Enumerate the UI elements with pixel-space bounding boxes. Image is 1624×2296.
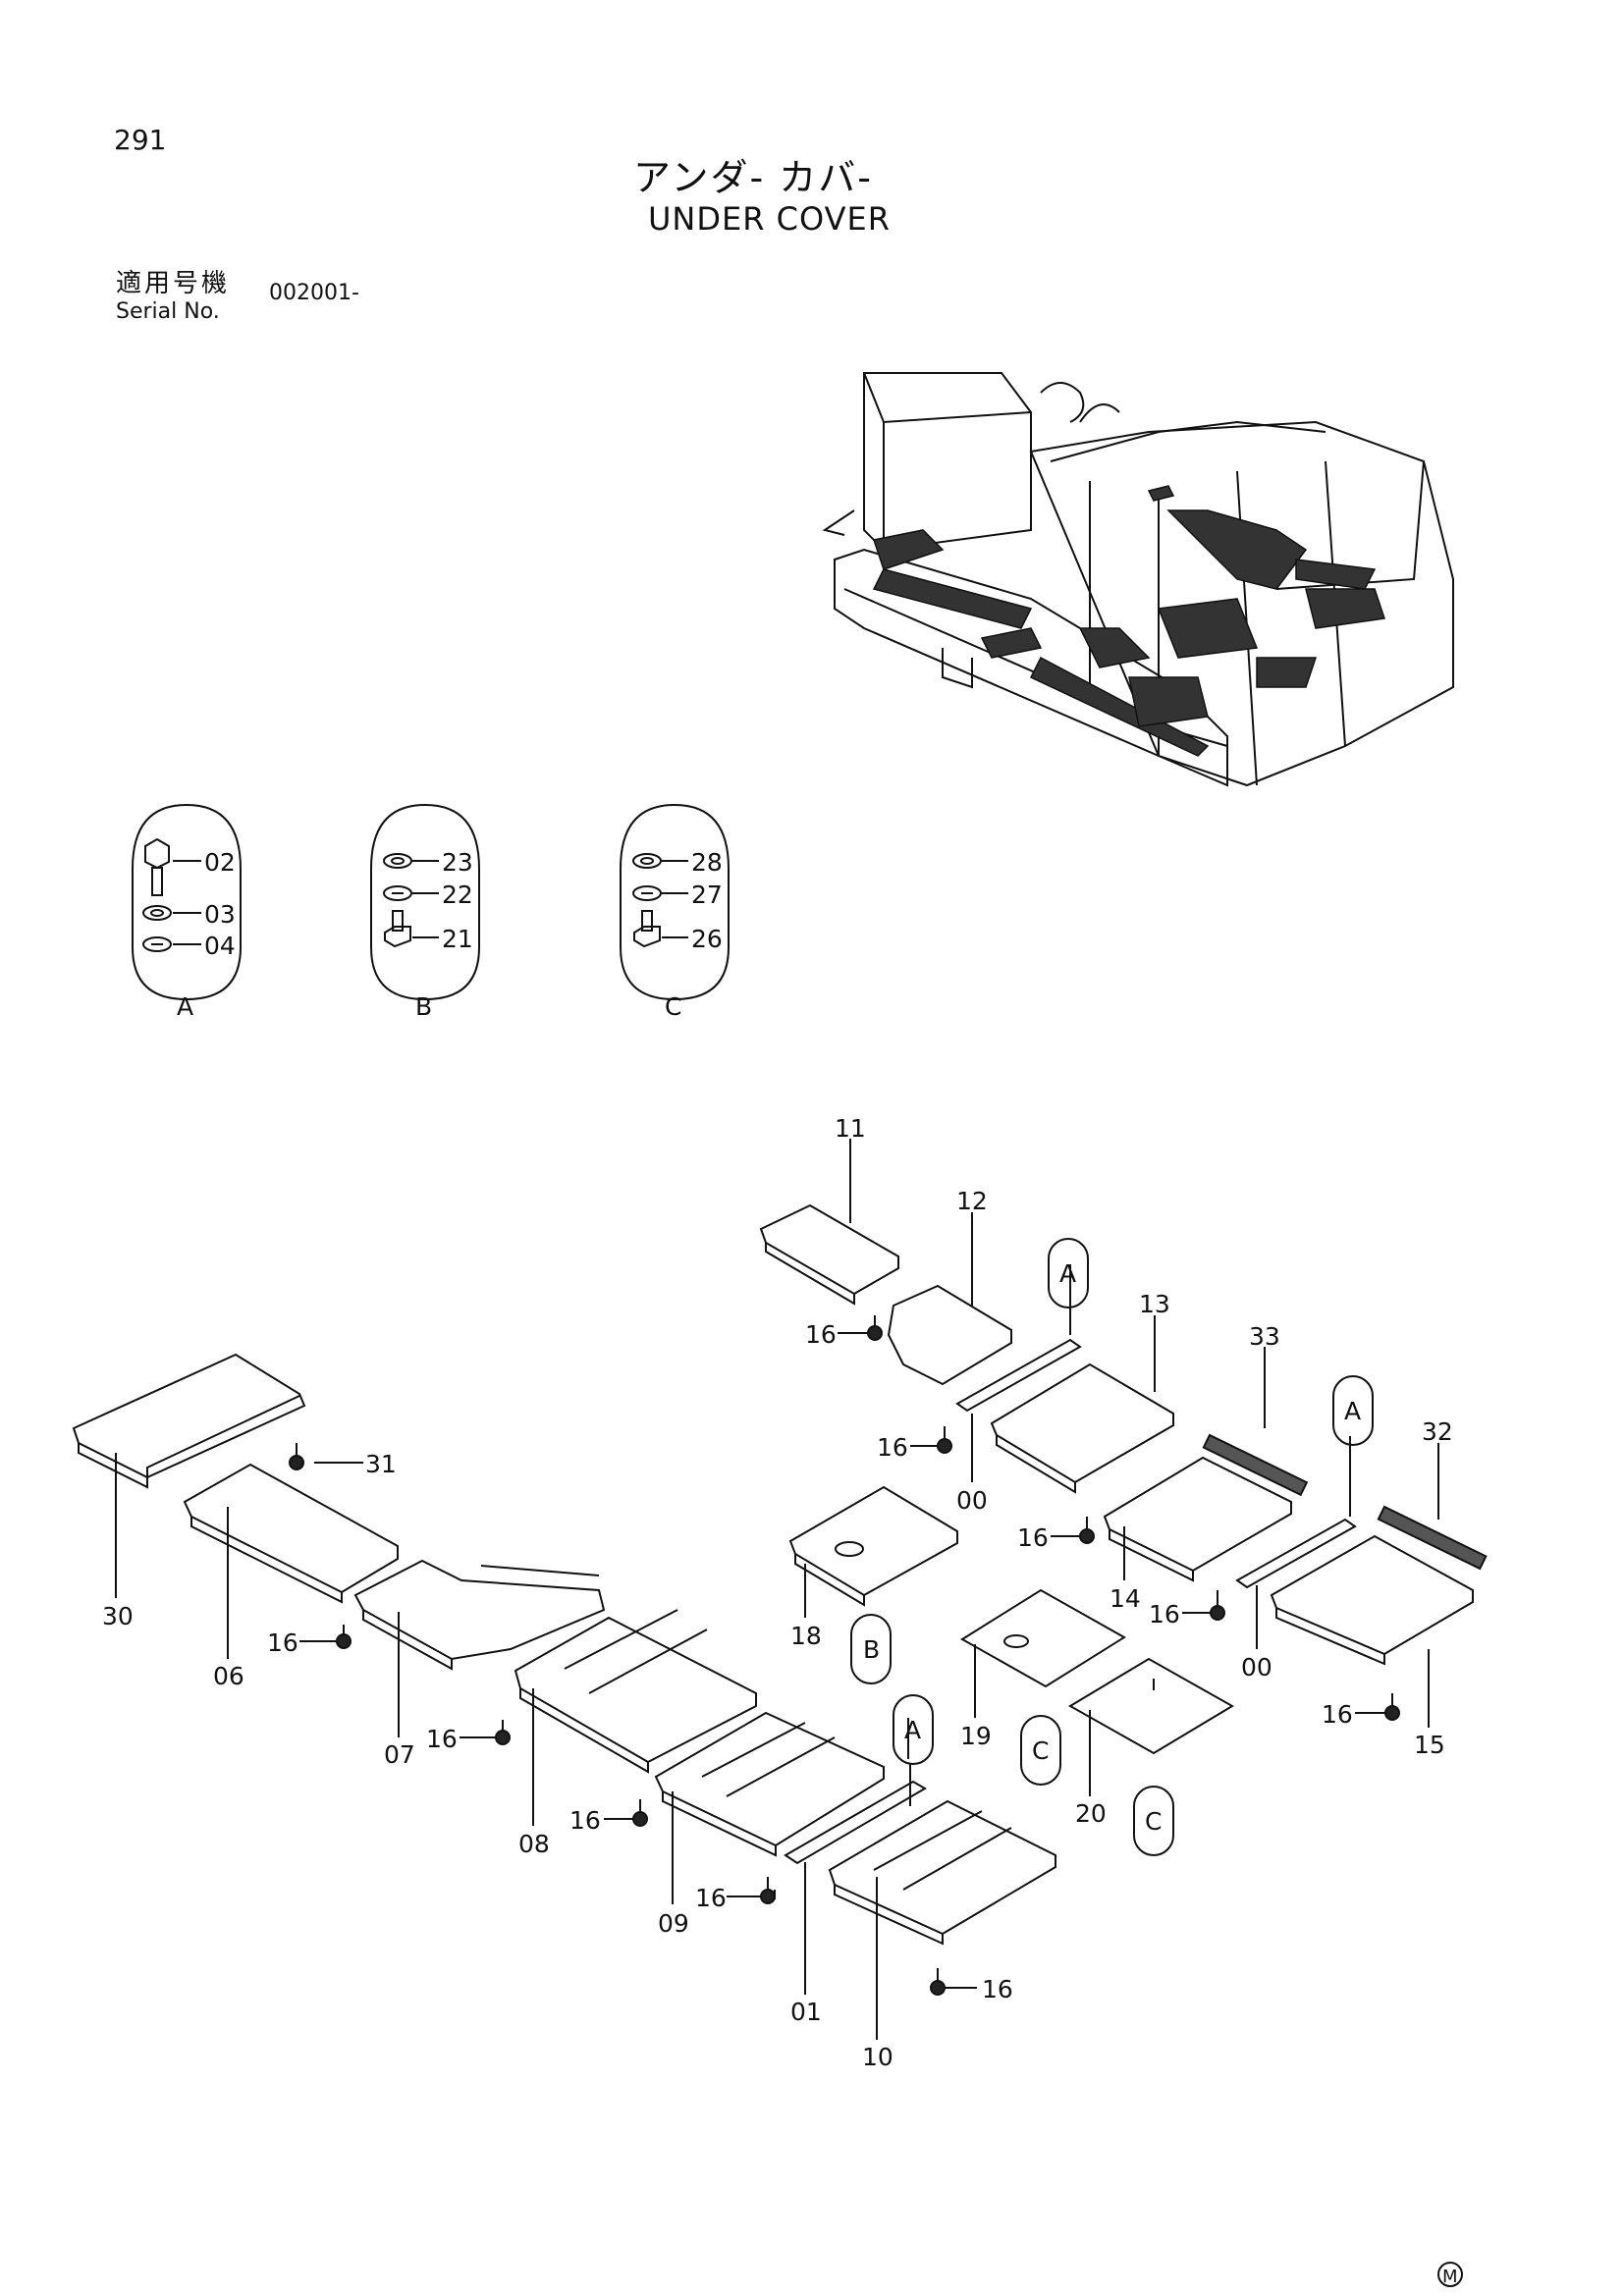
- plate-15: [1270, 1534, 1474, 1656]
- callout-12: 12: [956, 1187, 988, 1215]
- callout-11: 11: [835, 1114, 866, 1143]
- callout-30: 30: [102, 1602, 134, 1630]
- plate-11: [759, 1203, 899, 1296]
- page-title-jp: アンダ- カバ-: [633, 156, 873, 199]
- page-title-en: UNDER COVER: [648, 200, 891, 238]
- label-group-b: B: [415, 992, 432, 1021]
- callout-07: 07: [384, 1740, 415, 1769]
- callout-16-i: 16: [1322, 1700, 1353, 1729]
- callout-00-lower: 00: [1241, 1653, 1272, 1682]
- callout-labels: 11 12 13 33 32 31 30 06 07 08 09 01 10 1…: [102, 1114, 1453, 2071]
- svg-text:M: M: [1442, 2267, 1458, 2287]
- plate-30: [72, 1353, 306, 1479]
- bracket-00-upper: [955, 1338, 1082, 1413]
- callout-19: 19: [960, 1722, 992, 1750]
- strip-33: [1202, 1433, 1309, 1497]
- callout-32: 32: [1422, 1417, 1453, 1446]
- label-26: 26: [691, 925, 723, 953]
- callout-13: 13: [1139, 1290, 1170, 1318]
- callout-10: 10: [862, 2043, 893, 2071]
- callout-06: 06: [213, 1662, 244, 1690]
- serial-label-en: Serial No.: [116, 299, 220, 324]
- detail-group-b: [370, 803, 480, 1001]
- bolts-16: [289, 1315, 1400, 1996]
- label-03: 03: [204, 900, 236, 929]
- detail-group-a: [132, 803, 242, 1001]
- callout-01: 01: [790, 1998, 822, 2026]
- bubble-c-2: C: [1145, 1807, 1162, 1836]
- callout-16-d: 16: [695, 1884, 727, 1912]
- callout-16-c: 16: [569, 1806, 601, 1835]
- label-21: 21: [442, 925, 473, 953]
- machine-overview-illustration: [822, 372, 1454, 787]
- callout-16-j: 16: [982, 1975, 1013, 2003]
- label-27: 27: [691, 881, 723, 909]
- bubble-b-1: B: [863, 1635, 880, 1664]
- plate-09: [654, 1711, 885, 1847]
- leader-lines: [115, 1139, 1439, 2040]
- bubble-c-1: C: [1032, 1736, 1049, 1765]
- label-group-c: C: [665, 992, 681, 1021]
- callout-31: 31: [365, 1450, 397, 1478]
- callout-16-a: 16: [267, 1629, 298, 1657]
- callout-16-f: 16: [877, 1433, 908, 1462]
- plate-07: [353, 1559, 606, 1661]
- bubble-labels: A A A B C C: [863, 1259, 1361, 1836]
- callout-16-b: 16: [426, 1725, 458, 1753]
- detail-labels: 02 03 04 A 23 22 21 B 28 27 26 C: [177, 848, 723, 1021]
- plate-12: [887, 1284, 1012, 1386]
- manufacturer-mark: M: [1437, 2262, 1463, 2287]
- bubble-a-3: A: [904, 1716, 921, 1744]
- callout-15: 15: [1414, 1731, 1445, 1759]
- bracket-01: [784, 1780, 927, 1865]
- label-group-a: A: [177, 992, 193, 1021]
- reference-bubbles: [850, 1238, 1374, 1856]
- callout-16-h: 16: [1149, 1600, 1180, 1629]
- callout-20: 20: [1075, 1799, 1107, 1828]
- plate-18: [788, 1485, 958, 1597]
- callout-18: 18: [790, 1622, 822, 1650]
- label-04: 04: [204, 932, 236, 960]
- bubble-a-2: A: [1344, 1397, 1361, 1425]
- callout-33: 33: [1249, 1322, 1280, 1351]
- detail-group-c: [620, 803, 730, 1001]
- serial-value: 002001-: [269, 281, 359, 305]
- plate-19: [960, 1588, 1126, 1688]
- bracket-00-lower: [1235, 1518, 1357, 1589]
- callout-09: 09: [658, 1909, 689, 1938]
- page-number: 291: [114, 124, 167, 156]
- callout-16-e: 16: [805, 1320, 837, 1349]
- callout-16-g: 16: [1017, 1523, 1049, 1552]
- callout-14: 14: [1110, 1584, 1141, 1613]
- callout-08: 08: [518, 1830, 550, 1858]
- plate-06: [183, 1463, 399, 1594]
- callout-00-upper: 00: [956, 1486, 988, 1515]
- label-23: 23: [442, 848, 473, 877]
- strip-32: [1377, 1505, 1488, 1571]
- label-28: 28: [691, 848, 723, 877]
- bubble-a-1: A: [1059, 1259, 1076, 1288]
- label-02: 02: [204, 848, 236, 877]
- plate-20: [1068, 1657, 1234, 1755]
- serial-label-jp: 適用号機: [116, 269, 231, 298]
- label-22: 22: [442, 881, 473, 909]
- cover-plates: [72, 1203, 1488, 1946]
